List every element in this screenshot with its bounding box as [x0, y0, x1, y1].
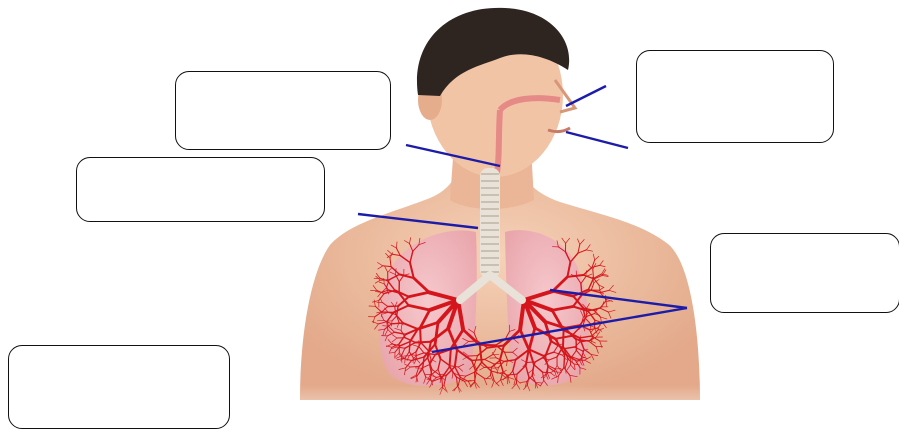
bronchiole: [450, 349, 451, 367]
bronchiole: [415, 342, 431, 343]
bronchiole: [547, 366, 548, 374]
bronchiole: [555, 369, 561, 370]
bottom-fade: [280, 385, 720, 437]
label-box-nasal-cavity[interactable]: [636, 50, 834, 143]
bronchiole: [377, 320, 383, 321]
bronchiole: [410, 366, 419, 367]
label-box-larynx[interactable]: [76, 157, 325, 222]
trachea-rings: [481, 174, 499, 272]
bronchiole: [392, 321, 393, 326]
label-box-trachea[interactable]: [710, 233, 899, 313]
bronchiole: [472, 359, 485, 360]
bronchiole: [543, 372, 551, 373]
bronchiole: [420, 328, 421, 343]
bronchiole: [409, 342, 410, 352]
label-box-pharynx[interactable]: [175, 71, 391, 150]
bronchiole: [516, 374, 517, 383]
leader-line-mouth: [566, 132, 628, 148]
label-box-bronchi[interactable]: [8, 345, 230, 429]
bronchiole: [564, 354, 565, 368]
bronchiole: [593, 269, 594, 278]
leader-line-nasal-cavity: [566, 86, 606, 106]
bronchiole: [563, 330, 564, 346]
